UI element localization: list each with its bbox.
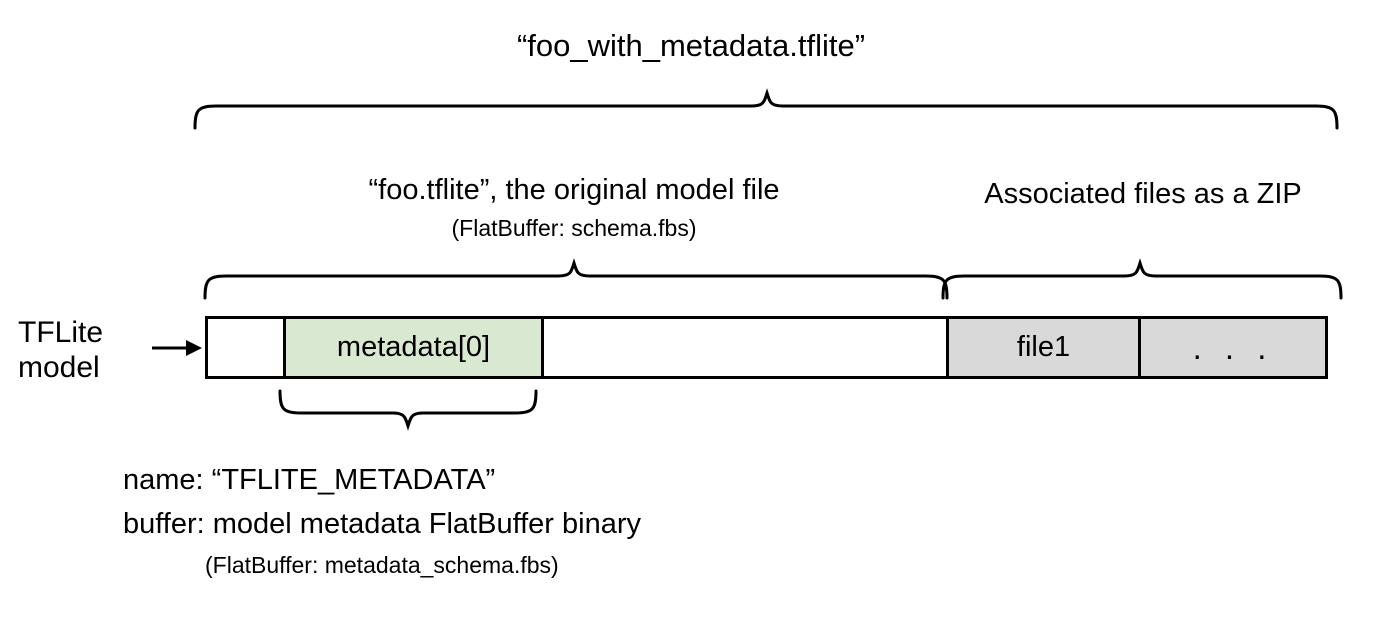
tflite-model-label: TFLite model (18, 316, 104, 384)
tflite-model-bar: metadata[0] file1 . . . (205, 316, 1328, 379)
annotation-schema: (FlatBuffer: metadata_schema.fbs) (205, 552, 559, 578)
bar-cell-more-files: . . . (1138, 319, 1325, 376)
bar-cell-file1-label: file1 (1016, 331, 1071, 363)
brace-full-file (193, 88, 1339, 130)
zip-section-caption: Associated files as a ZIP (984, 178, 1302, 210)
brace-zip-section (941, 258, 1343, 300)
page-title: “foo_with_metadata.tflite” (516, 28, 866, 63)
bar-cell-file1: file1 (946, 319, 1138, 376)
bar-cell-more-files-label: . . . (1192, 328, 1274, 366)
bar-cell-header (208, 319, 283, 376)
bar-cell-metadata-label: metadata[0] (336, 331, 491, 363)
right-arrow-icon (152, 340, 202, 356)
bar-cell-model-body (541, 319, 946, 376)
brace-metadata-detail (278, 389, 538, 431)
annotation-buffer: buffer: model metadata FlatBuffer binary (123, 508, 641, 540)
model-section-caption: “foo.tflite”, the original model file (368, 174, 780, 206)
bar-cell-metadata: metadata[0] (283, 319, 541, 376)
brace-model-section (203, 258, 949, 300)
model-section-subcaption: (FlatBuffer: schema.fbs) (451, 215, 697, 241)
annotation-name: name: “TFLITE_METADATA” (123, 464, 496, 496)
